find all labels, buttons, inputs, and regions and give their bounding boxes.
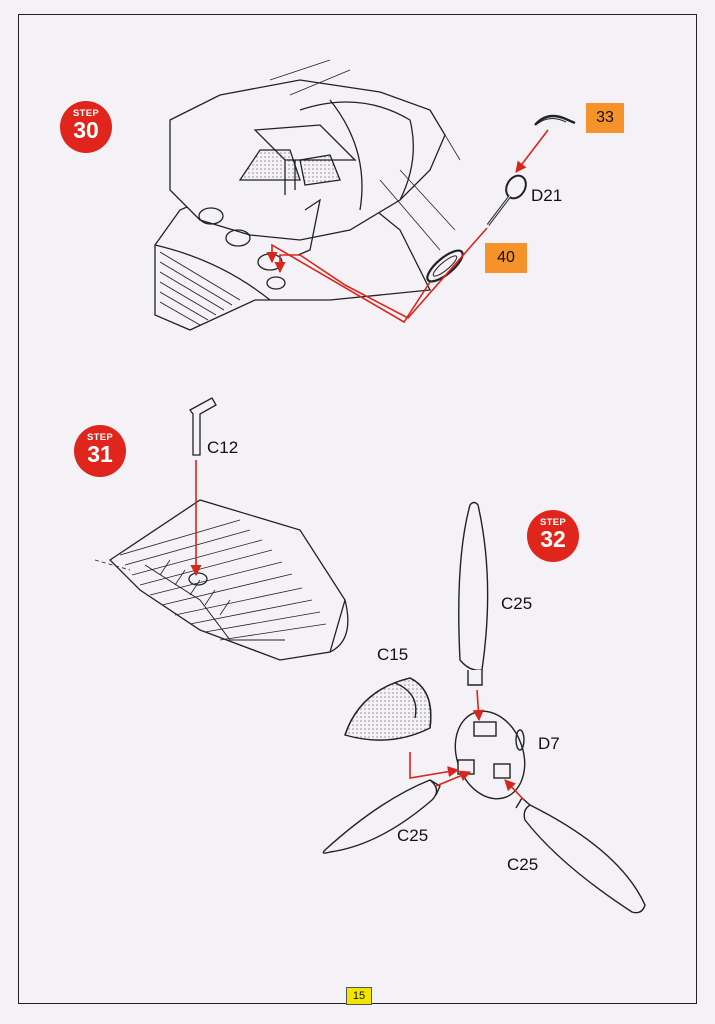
step30-arrows <box>266 129 549 324</box>
part-label-c25-right: C25 <box>507 855 539 874</box>
step30-fuselage-drawing <box>154 59 576 331</box>
step-31-badge: STEP 31 <box>74 425 126 477</box>
part-label-c15: C15 <box>377 645 409 664</box>
step-32-badge: STEP 32 <box>527 510 579 562</box>
step31-wing-drawing <box>94 397 349 661</box>
part-label-d21: D21 <box>531 186 563 205</box>
part-label-c12: C12 <box>207 438 239 457</box>
step-number: 30 <box>73 117 99 143</box>
step32-arrows <box>409 689 525 801</box>
step-label: STEP <box>72 108 99 119</box>
step-number: 31 <box>87 441 113 467</box>
step-30-badge: STEP 30 <box>60 101 112 153</box>
step-number: 32 <box>540 526 566 552</box>
part-label-d7: D7 <box>538 734 560 753</box>
step-label: STEP <box>539 517 566 528</box>
step-label: STEP <box>86 432 113 443</box>
part-tag-40: 40 <box>485 243 527 273</box>
page-number: 15 <box>346 987 372 1005</box>
step32-propeller-drawing <box>322 501 646 914</box>
part-label-c25-top: C25 <box>501 594 533 613</box>
part-tag-33: 33 <box>586 103 624 133</box>
part-label-c25-left: C25 <box>397 826 429 845</box>
